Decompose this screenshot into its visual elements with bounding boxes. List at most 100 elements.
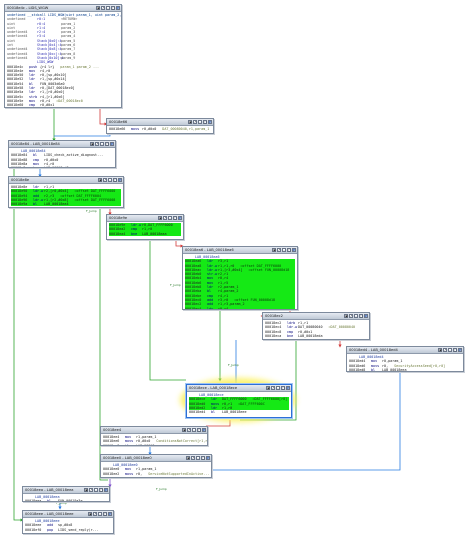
code-block-selected[interactable]: 00018ece - LAB_00018ece▣↗–□×LAB_00018ece…	[186, 384, 292, 418]
minimize-icon[interactable]: –	[100, 142, 104, 146]
minimize-icon[interactable]: –	[282, 248, 286, 252]
close-icon[interactable]: ×	[208, 120, 212, 124]
operands[interactable]: r0,	[136, 471, 143, 476]
maximize-icon[interactable]: □	[103, 512, 107, 516]
block-header[interactable]: 00018ec2▣↗–□×	[263, 313, 369, 320]
code-block[interactable]: 00018ed4 - LAB_00018ed4▣↗–□×LAB_00018ed4…	[346, 346, 464, 372]
operands[interactable]: r4,r1	[218, 293, 229, 298]
jump-icon[interactable]: ↗	[103, 178, 107, 182]
operands[interactable]: r1,[sp,#0x14]	[40, 77, 67, 82]
operands[interactable]: param_4	[61, 34, 76, 39]
color-icon[interactable]: ▣	[88, 512, 92, 516]
instruction-row[interactable]: 00018e8cbneLAB_00018ed8	[11, 166, 113, 167]
operands[interactable]: r0,#0x0	[44, 157, 59, 162]
operands[interactable]: r0,[sp,#0x10]	[40, 73, 67, 78]
color-icon[interactable]: ▣	[438, 348, 442, 352]
operands[interactable]: r1,[r2,#0x8]	[44, 197, 69, 202]
minimize-icon[interactable]: –	[106, 6, 110, 10]
operands[interactable]: LAB_00018eee	[222, 410, 247, 415]
code-label[interactable]: LAB_00018ee0	[103, 463, 209, 467]
minimize-icon[interactable]: –	[276, 386, 280, 390]
close-icon[interactable]: ×	[206, 456, 210, 460]
close-icon[interactable]: ×	[110, 142, 114, 146]
close-icon[interactable]: ×	[118, 178, 122, 182]
operands[interactable]: r0,[DAT_00018ec0]	[40, 86, 75, 91]
code-label[interactable]: LAB_00018ece	[189, 393, 289, 397]
color-icon[interactable]: ▣	[188, 120, 192, 124]
maximize-icon[interactable]: □	[201, 456, 205, 460]
operands[interactable]: r2,r1	[218, 272, 229, 277]
operands[interactable]: param_1	[61, 21, 76, 26]
operands[interactable]: DAT_00080040	[298, 325, 323, 330]
minimize-icon[interactable]: –	[198, 120, 202, 124]
operands[interactable]: r0,#0x1	[298, 329, 313, 334]
jump-icon[interactable]: ↗	[93, 512, 97, 516]
minimize-icon[interactable]: –	[354, 314, 358, 318]
variable-decl[interactable]: LIDS_WGW	[7, 60, 119, 64]
operands[interactable]: param_6	[61, 43, 76, 48]
code-block[interactable]: 00018e84 - LAB_00018e84▣↗–□×LAB_00018e84…	[8, 140, 116, 168]
jump-icon[interactable]: ↗	[271, 386, 275, 390]
color-icon[interactable]: ▣	[182, 428, 186, 432]
operands[interactable]: r0,DAT_FFFF6000	[142, 223, 173, 227]
code-label[interactable]: LAB_00018e84	[11, 149, 113, 153]
color-icon[interactable]: ▣	[344, 314, 348, 318]
operands[interactable]: LAB_00018eea	[382, 367, 407, 372]
jump-icon[interactable]: ↗	[89, 488, 93, 492]
code-label[interactable]: LAB_00018eea	[25, 495, 107, 499]
close-icon[interactable]: ×	[292, 248, 296, 252]
operands[interactable]: param_2	[61, 25, 76, 30]
close-icon[interactable]: ×	[458, 348, 462, 352]
block-header[interactable]: 00018ece - LAB_00018ece▣↗–□×	[187, 385, 291, 392]
function-signature[interactable]: undefined __stdcall LIDS_WGW(uint param_…	[7, 13, 121, 17]
jump-icon[interactable]: ↗	[443, 348, 447, 352]
operands[interactable]: r0,r1	[222, 401, 233, 406]
operands[interactable]: r2,r3	[44, 193, 55, 198]
block-header[interactable]: 00018ed4 - LAB_00018ed4▣↗–□×	[347, 347, 463, 354]
operands[interactable]: sp,#0x8	[58, 523, 73, 528]
minimize-icon[interactable]: –	[108, 178, 112, 182]
operands[interactable]: r2,param_1	[218, 285, 239, 290]
operands[interactable]: LAB_00018ed8	[44, 166, 69, 167]
close-icon[interactable]: ×	[104, 488, 108, 492]
operands[interactable]: LAB_00018ea4	[44, 202, 69, 207]
operands[interactable]: DAT_FFFF6000	[222, 397, 247, 402]
block-header[interactable]: 00018e84 - LAB_00018e84▣↗–□×	[9, 141, 115, 148]
jump-icon[interactable]: ↗	[191, 456, 195, 460]
operands[interactable]: FUN_0003d6a0	[40, 81, 65, 86]
